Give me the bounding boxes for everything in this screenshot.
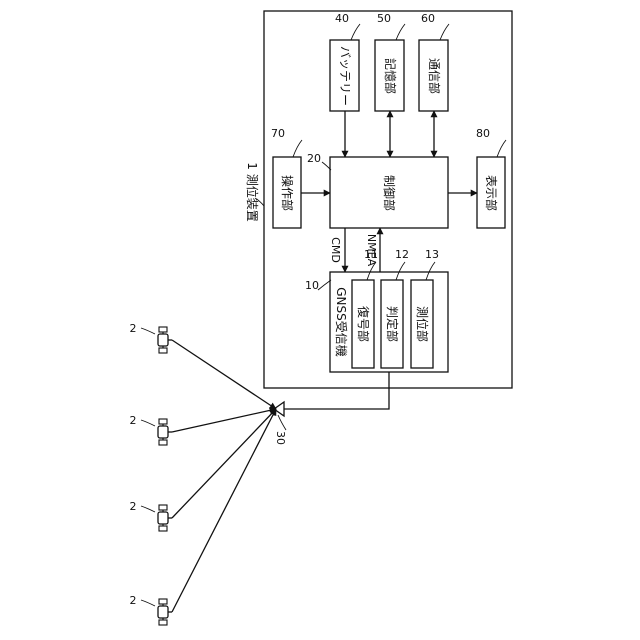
comm-ref: 60 <box>421 12 435 25</box>
nmea-label: NMEA <box>365 234 378 267</box>
cmd-label: CMD <box>329 237 342 263</box>
battery-label: バッテリー <box>338 46 352 106</box>
satellite-ref: 2 <box>130 594 137 607</box>
satellite-leader <box>141 420 155 426</box>
satellite-leader <box>141 328 155 334</box>
display-ref: 80 <box>476 127 490 140</box>
positioning-label: 測位部 <box>415 306 430 342</box>
storage-label: 記憶部 <box>383 58 398 94</box>
storage-ref: 50 <box>377 12 391 25</box>
decode-label: 復号部 <box>356 306 371 342</box>
satellite-ref: 2 <box>130 322 137 335</box>
battery-ref: 40 <box>335 12 349 25</box>
antenna-ref: 30 <box>274 431 287 445</box>
control-ref: 20 <box>307 152 321 165</box>
positioning-ref: 13 <box>425 248 439 261</box>
gnss-receiver-label: GNSS受信機 <box>334 287 349 357</box>
signal-arrow-1 <box>172 340 276 409</box>
gnss-ref: 10 <box>305 279 319 292</box>
comm-label: 通信部 <box>427 58 442 94</box>
signal-arrow-2 <box>172 409 276 432</box>
operation-ref: 70 <box>271 127 285 140</box>
signal-arrow-3 <box>172 409 276 518</box>
operation-label: 操作部 <box>280 175 295 211</box>
signal-arrow-4 <box>172 409 276 612</box>
satellite-ref: 2 <box>130 500 137 513</box>
satellite-ref: 2 <box>130 414 137 427</box>
satellite-icon <box>158 419 172 445</box>
control-label: 制御部 <box>382 175 397 211</box>
device-label: 1 測位装置 <box>245 162 260 221</box>
satellite-leader <box>141 600 155 606</box>
satellite-icon <box>158 599 172 625</box>
judge-ref: 12 <box>395 248 409 261</box>
satellite-leader <box>141 506 155 512</box>
judge-label: 判定部 <box>385 306 400 342</box>
satellites: 2 2 2 2 <box>130 322 277 625</box>
display-label: 表示部 <box>484 175 499 211</box>
antenna-leader <box>278 415 286 430</box>
satellite-icon <box>158 327 172 353</box>
satellite-icon <box>158 505 172 531</box>
